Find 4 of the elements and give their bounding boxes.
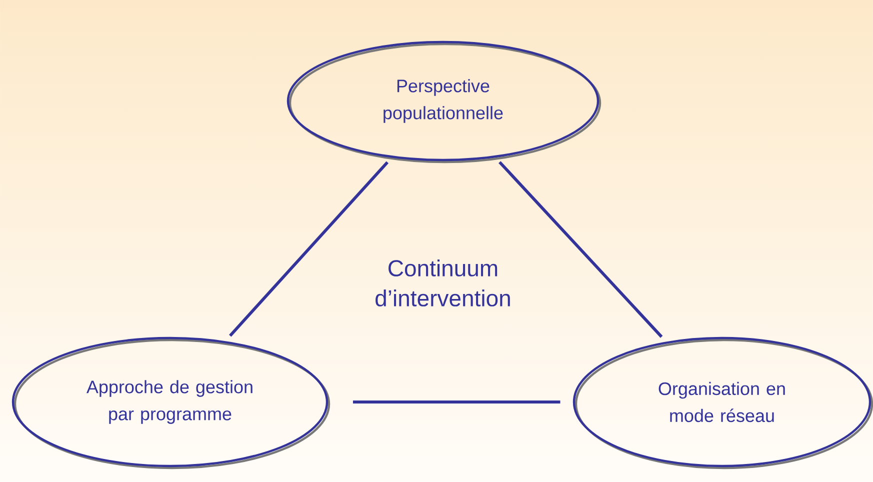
center-label: Continuum d’intervention: [376, 260, 510, 306]
connector-line: [229, 161, 389, 337]
connector-line: [352, 400, 560, 404]
connector-line: [498, 161, 663, 338]
